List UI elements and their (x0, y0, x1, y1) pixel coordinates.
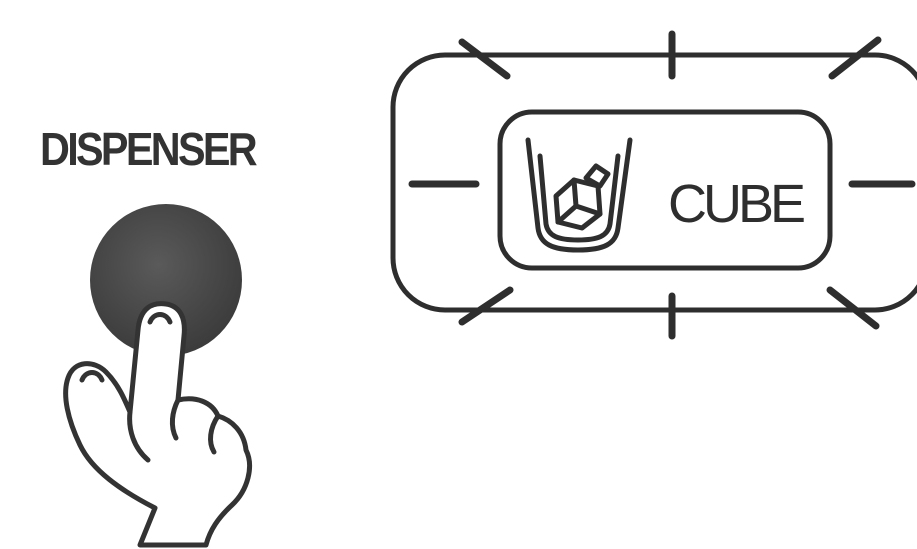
dispenser-button[interactable] (90, 204, 242, 356)
cube-mode-label: CUBE (668, 174, 804, 234)
cube-mode-button[interactable] (497, 109, 833, 271)
dispenser-label: DISPENSER (40, 123, 258, 175)
display-glow-rays (408, 30, 916, 340)
pressing-hand-icon (63, 301, 252, 548)
display-outer-frame (390, 52, 917, 313)
ice-cube-in-cup-icon (525, 137, 633, 253)
